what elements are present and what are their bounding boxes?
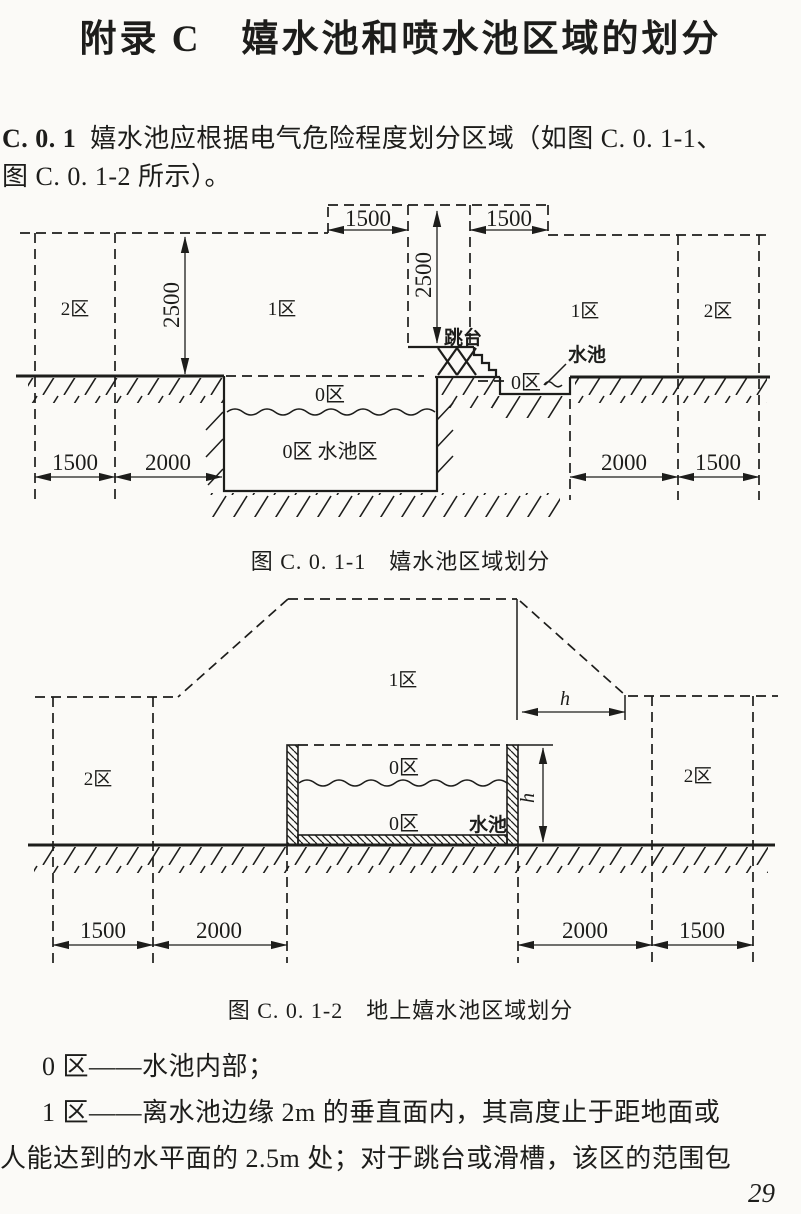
fig2-pool-label: 水池	[469, 813, 507, 836]
fig1-dim-top-left: 1500	[345, 206, 391, 231]
figure1-diagram: 1500 1500 2500 2500 1500 2000 2000 1500 …	[16, 204, 770, 517]
fig1-zone2-right-label: 2区	[704, 301, 733, 322]
fig1-earth-hatching	[28, 378, 767, 517]
fig1-small-pool-outline	[498, 377, 572, 396]
fig1-dimension-lines	[34, 210, 760, 482]
fig2-zone2-left-label: 2区	[84, 769, 113, 790]
fig1-dim-height-center: 2500	[411, 252, 436, 298]
fig1-zone0-small-pool-label: 0区	[511, 372, 541, 394]
fig1-main-pool-outline	[222, 376, 439, 493]
clause-id: C. 0. 1	[2, 124, 77, 153]
fig2-earth-hatching	[34, 847, 768, 873]
fig2-zone2-right-label: 2区	[684, 766, 713, 787]
fig2-zone1-label: 1区	[389, 670, 418, 691]
legend-zone1-definition: 1 区——离水池边缘 2m 的垂直面内，其高度止于距地面或	[42, 1098, 721, 1127]
page-number: 29	[748, 1178, 775, 1208]
fig1-pool-leader-line	[544, 363, 567, 386]
figure2-caption: 图 C. 0. 1-2 地上嬉水池区域划分	[227, 998, 574, 1023]
fig2-dim-bottom-right-outer: 1500	[679, 918, 725, 943]
fig2-water-line	[298, 779, 508, 787]
fig1-zone1-left-label: 1区	[268, 299, 297, 320]
figure1-caption: 图 C. 0. 1-1 嬉水池区域划分	[250, 549, 551, 574]
clause-paragraph: C. 0. 1 嬉水池应根据电气危险程度划分区域（如图 C. 0. 1-1、 图 …	[2, 120, 799, 196]
clause-line-2: 图 C. 0. 1-2 所示）。	[2, 158, 799, 196]
fig1-dim-bottom-left-inner: 2000	[145, 450, 191, 475]
fig1-zone0-pool-label: 0区 水池区	[283, 440, 378, 463]
fig1-zone-boundary-dashed	[20, 204, 768, 500]
fig1-water-line	[226, 381, 563, 416]
fig1-dim-top-right: 1500	[486, 206, 532, 231]
fig1-dim-height-left: 2500	[159, 282, 184, 328]
fig1-zone0-surface-label: 0区	[315, 384, 345, 406]
fig1-pool-label: 水池	[568, 343, 606, 366]
fig2-dim-bottom-left-outer: 1500	[80, 918, 126, 943]
fig1-stairs	[472, 347, 498, 376]
figure2-diagram: h h 1500 2000 2000 1500 1区 2区 2区 0区 0区 水…	[28, 598, 778, 963]
legend-zone1-definition-continued: 人能达到的水平面的 2.5m 处；对于跳台或滑槽，该区的范围包	[0, 1144, 732, 1173]
fig1-zone1-right-label: 1区	[571, 301, 600, 322]
fig1-zone2-left-label: 2区	[61, 299, 90, 320]
clause-line-1: C. 0. 1 嬉水池应根据电气危险程度划分区域（如图 C. 0. 1-1、	[2, 120, 799, 158]
page-title: 附录 C 嬉水池和喷水池区域的划分	[79, 19, 722, 60]
fig2-dim-bottom-right-inner: 2000	[562, 918, 608, 943]
fig2-dim-h-horizontal: h	[560, 688, 570, 710]
fig2-extension-lines	[516, 599, 626, 746]
legend-zone0-definition: 0 区——水池内部；	[42, 1052, 275, 1081]
fig1-diving-platform	[408, 345, 498, 376]
fig1-dim-bottom-left-outer: 1500	[52, 450, 98, 475]
fig1-ground-lines	[16, 374, 770, 379]
fig1-dim-bottom-right-outer: 1500	[695, 450, 741, 475]
fig1-dim-bottom-right-inner: 2000	[601, 450, 647, 475]
clause-text-1: 嬉水池应根据电气危险程度划分区域（如图 C. 0. 1-1、	[90, 124, 723, 153]
fig2-dimension-lines	[52, 707, 754, 950]
fig2-dim-h-vertical: h	[517, 793, 539, 803]
fig2-dim-bottom-left-inner: 2000	[196, 918, 242, 943]
fig2-zone0-bottom-label: 0区	[389, 813, 419, 835]
fig2-zone0-surface-label: 0区	[389, 757, 419, 779]
fig1-diving-platform-label: 跳台	[444, 326, 482, 349]
clause-text-2: 图 C. 0. 1-2 所示）。	[2, 162, 232, 191]
